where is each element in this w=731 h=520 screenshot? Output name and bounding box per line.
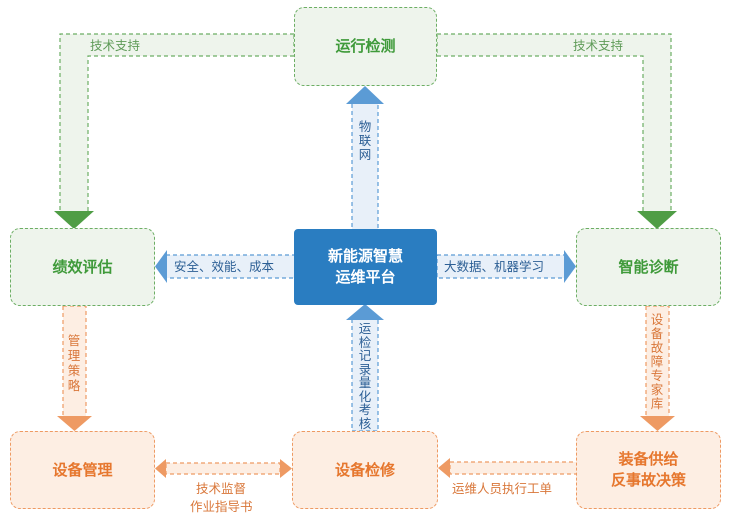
safety-arrowhead [155, 250, 167, 283]
node-operation-monitoring: 运行检测 [294, 7, 437, 86]
green-arrowhead-right [637, 211, 677, 229]
node-equipment-maintenance: 设备检修 [292, 431, 438, 509]
edge-label-tech-supervision: 技术监督 [196, 481, 247, 496]
edge-label-work-instruction: 作业指导书 [190, 499, 253, 514]
iot-connector [351, 102, 379, 231]
iot-arrowhead [346, 86, 384, 104]
node-supply-decision: 装备供给 反事故决策 [576, 431, 721, 509]
node-platform-label-line2: 运维平台 [335, 268, 396, 286]
supervision-arrowhead-left [155, 459, 166, 478]
edge-label-tech-support-left: 技术支持 [90, 38, 141, 53]
node-equipment-maintenance-label: 设备检修 [334, 460, 395, 479]
node-intelligent-diagnosis-label: 智能诊断 [618, 257, 679, 276]
bigdata-connector [436, 254, 566, 279]
work-order-connector [449, 461, 579, 475]
strategy-arrowhead [57, 416, 92, 431]
green-connector-right [436, 33, 672, 213]
edge-label-fault-expert-db: 设备故障专家库 [650, 312, 664, 411]
maintenance-connector [351, 317, 379, 432]
green-connector-left [59, 33, 295, 213]
supervision-arrowhead-right [280, 459, 292, 478]
edge-label-work-order: 运维人员执行工单 [452, 481, 553, 496]
edge-label-iot: 物联网 [358, 119, 372, 162]
node-platform-label-line1: 新能源智慧 [327, 247, 403, 265]
expert-db-arrowhead [640, 416, 675, 431]
node-smart-om-platform: 新能源智慧 运维平台 [294, 229, 437, 305]
supervision-connector [165, 462, 281, 475]
bigdata-arrowhead [564, 250, 576, 283]
node-supply-decision-line2: 反事故决策 [610, 471, 686, 489]
node-supply-decision-line1: 装备供给 [618, 450, 679, 468]
node-performance-evaluation: 绩效评估 [10, 228, 155, 306]
work-order-arrowhead [438, 458, 450, 478]
edge-label-maintenance-quant: 运检记录量化考核 [358, 321, 372, 431]
expert-db-connector [645, 305, 670, 419]
node-performance-evaluation-label: 绩效评估 [52, 257, 113, 276]
green-arrowhead-left [54, 211, 94, 229]
node-equipment-management: 设备管理 [10, 431, 155, 509]
edge-label-safety-efficiency-cost: 安全、效能、成本 [174, 259, 275, 274]
edge-label-management-strategy: 管理策略 [67, 333, 81, 393]
node-equipment-management-label: 设备管理 [52, 460, 113, 479]
node-operation-monitoring-label: 运行检测 [335, 37, 396, 55]
edge-label-tech-support-right: 技术支持 [573, 38, 624, 53]
maintenance-arrowhead [346, 304, 384, 320]
edge-label-big-data-ml: 大数据、机器学习 [444, 259, 545, 274]
node-intelligent-diagnosis: 智能诊断 [576, 228, 721, 306]
strategy-connector [62, 305, 87, 419]
